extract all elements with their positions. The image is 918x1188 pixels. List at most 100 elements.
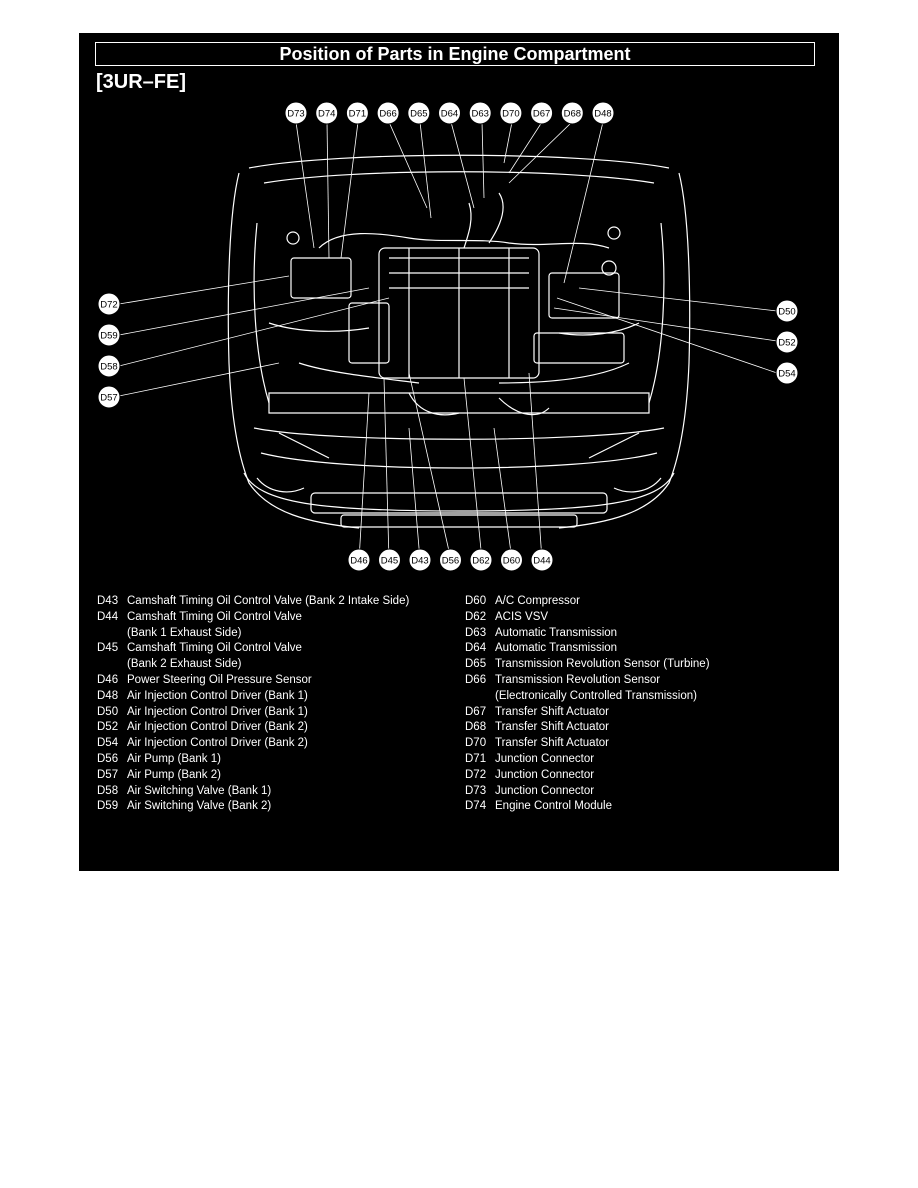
legend-code: D45 [97,642,119,655]
callout-label: D68 [564,109,581,120]
legend-code: D43 [97,595,119,607]
callout-label: D73 [287,109,304,120]
legend-code: D62 [465,610,487,623]
callout-circle [500,548,523,572]
callout-label: D43 [411,556,428,567]
legend-description: Air Pump (Bank 1) [127,753,221,765]
legend-description: (Bank 2 Exhaust Side) [127,658,242,671]
diagram-panel: Position of Parts in Engine Compartment … [79,33,839,871]
legend-description: (Bank 1 Exhaust Side) [127,626,242,639]
callout-d50: D50 [775,299,799,323]
callout-label: D63 [471,109,488,120]
legend-description: Engine Control Module [495,800,612,813]
legend-description: Transfer Shift Actuator [495,721,609,734]
callout-d72: D72 [97,292,121,316]
callout-d62: D62 [469,548,493,572]
legend-description: Camshaft Timing Oil Control Valve [127,642,302,655]
legend-description: Air Injection Control Driver (Bank 1) [127,705,308,718]
callout-d67: D67 [530,101,554,125]
vehicle-outline [227,154,691,529]
callout-d44: D44 [530,548,554,572]
callout-circle [499,101,523,125]
legend-code: D73 [465,784,487,797]
legend-code: D57 [97,768,119,781]
callout-label: D48 [594,109,611,120]
callout-circle [345,101,369,125]
callout-circle [560,101,584,125]
legend-code: D64 [465,642,487,655]
page-title: Position of Parts in Engine Compartment [95,42,815,66]
legend-description: Automatic Transmission [495,626,618,639]
legend-description: A/C Compressor [495,595,580,607]
legend-code: D70 [465,737,487,750]
callout-label: D66 [379,109,396,120]
legend-code: D54 [97,737,119,750]
callout-circle [408,548,432,572]
callout-circle [97,292,121,316]
leader-lines [118,121,778,561]
callout-d58: D58 [97,354,121,378]
legend-description: Power Steering Oil Pressure Sensor [127,674,312,686]
legend-description: Air Injection Control Driver (Bank 2) [127,721,308,734]
callout-label: D71 [349,109,366,120]
legend-code: D56 [97,753,119,765]
callout-label: D44 [533,556,550,567]
callout-label: D67 [533,109,550,120]
legend-description: Camshaft Timing Oil Control Valve [127,610,302,623]
callout-label: D57 [100,393,117,404]
callout-label: D60 [503,556,520,567]
legend-code: D50 [97,705,119,718]
callout-circle [347,548,371,572]
legend-code: D74 [465,800,487,813]
callout-d70: D70 [499,101,523,125]
callout-d64: D64 [438,101,461,125]
legend-description: Transfer Shift Actuator [495,705,609,718]
legend-code: D46 [97,674,119,686]
callouts-top: D73 D74 D71 D66 D65 D64 D63 D70 D67 D68 D48 [284,101,615,125]
legend-description: (Electronically Controlled Transmission) [495,689,697,702]
legend-description: Junction Connector [495,784,595,797]
legend-description: Air Pump (Bank 2) [127,768,221,781]
callout-circle [468,101,492,125]
callout-circle [775,361,799,385]
callout-circle [438,101,461,125]
legend-code: D58 [97,784,119,797]
callout-circle [469,548,493,572]
callout-circle [378,548,401,572]
callout-circle [591,101,615,125]
callout-label: D70 [502,109,519,120]
callout-label: D74 [318,109,335,120]
callout-label: D58 [100,362,117,373]
legend-description: Automatic Transmission [495,642,618,655]
callout-d56: D56 [439,548,462,572]
callout-d48: D48 [591,101,615,125]
callout-label: D65 [410,109,427,120]
callout-label: D54 [778,369,795,380]
legend-code: D72 [465,768,487,781]
callout-d73: D73 [284,101,308,125]
legend-code: D71 [465,753,487,765]
callout-d52: D52 [775,330,799,354]
legend-code: D52 [97,721,119,734]
callout-label: D56 [442,556,459,567]
callout-d68: D68 [560,101,584,125]
callout-d74: D74 [315,101,339,125]
legend-code: D68 [465,721,487,734]
callout-d63: D63 [468,101,492,125]
legend-description: Transfer Shift Actuator [495,737,609,750]
callout-circle [376,101,400,125]
callout-circle [97,385,121,409]
callout-circle [775,330,799,354]
legend-description: Junction Connector [495,753,595,765]
callout-circle [284,101,308,125]
engine-code-label: [3UR–FE] [96,71,187,93]
callout-d57: D57 [97,385,121,409]
legend-description: Air Switching Valve (Bank 1) [127,784,272,797]
callout-label: D59 [100,331,117,342]
callout-label: D72 [100,300,117,311]
legend-description: Transmission Revolution Sensor (Turbine) [495,658,710,671]
